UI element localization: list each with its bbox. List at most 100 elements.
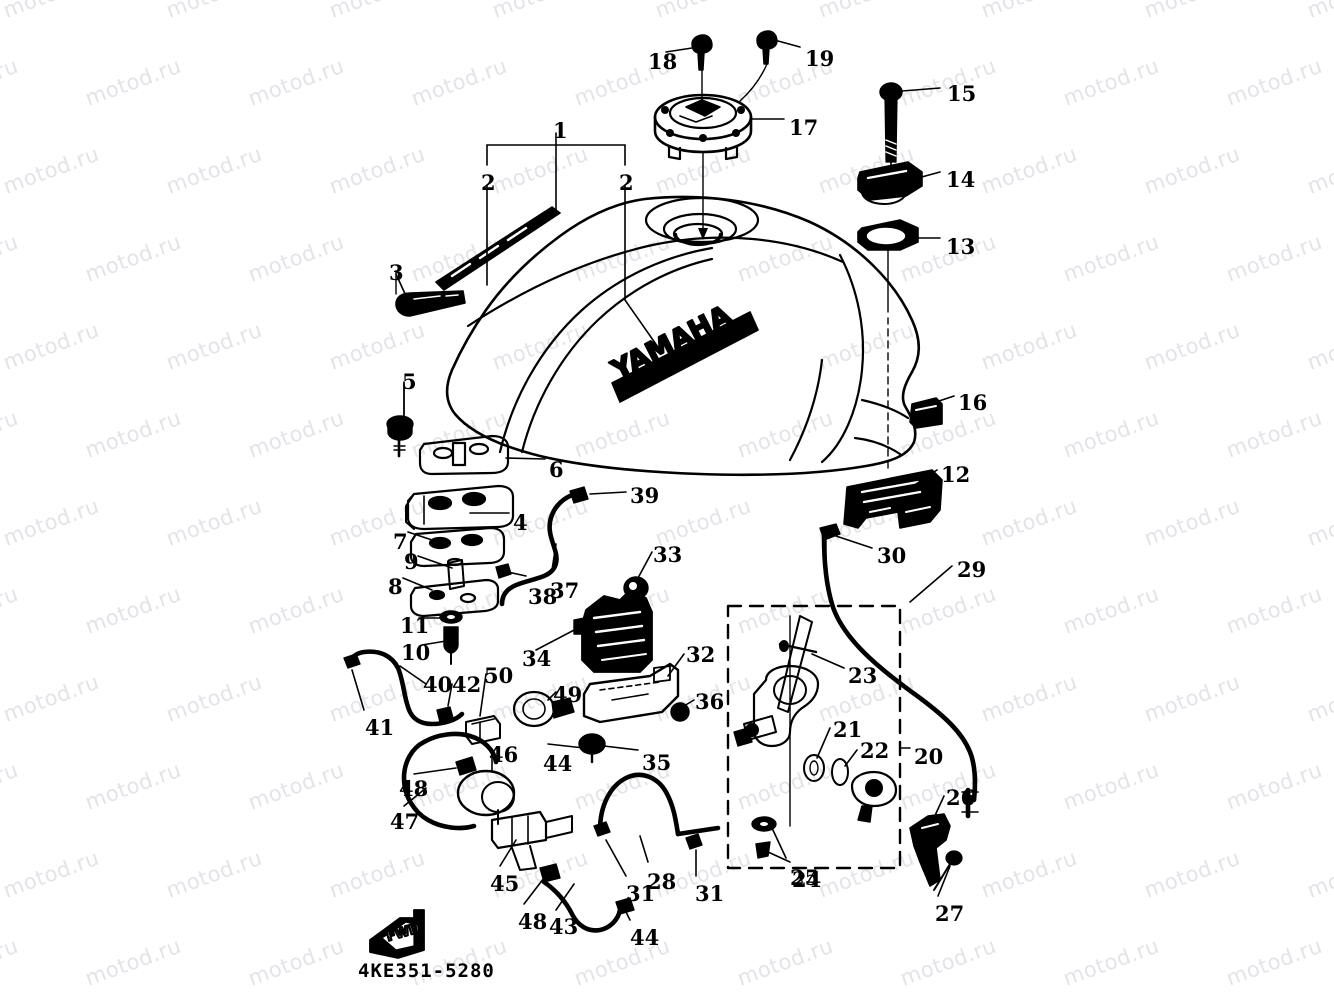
pump-stay-bolt-36: [670, 702, 690, 722]
callout-fuel-cock-assembly: 20: [914, 744, 944, 769]
callout-hose-clamp-c: 38: [528, 584, 558, 609]
hose-clamp-48b: [539, 863, 561, 883]
callout-cock-standpipe: 23: [848, 663, 878, 688]
breather-hose-29: [821, 533, 979, 819]
tank-graphic-decal: [435, 206, 561, 291]
fuel-cap-assembly: [653, 93, 753, 161]
leader-lines: [351, 40, 955, 921]
hose-clamp-41: [343, 653, 361, 669]
callout-cock-lever-plate: 21: [833, 717, 863, 742]
diagram-part-number: 4KE351-5280: [358, 960, 495, 982]
callout-hose-clamp-f: 44: [543, 751, 573, 776]
callout-tank-damper-upper: 6: [549, 457, 564, 482]
callout-pump-stay-bolt: 36: [695, 689, 725, 714]
callout-hose-clamp-d: 41: [365, 715, 395, 740]
rubber-damper-13: [857, 219, 919, 251]
callout-pump-bracket: 32: [686, 642, 716, 667]
rubber-stopper-16: [909, 397, 943, 429]
hose-clamp-31a: [593, 821, 611, 837]
callout-hose-joint: 39: [630, 483, 660, 508]
tank-rubber-seat: [843, 469, 943, 529]
fuel-hose-upper-37: [499, 492, 575, 607]
callout-pump-bolt: 33: [653, 542, 683, 567]
callout-fuel-tank-assembly: 1: [553, 118, 568, 143]
callout-pump-damper: 35: [642, 750, 672, 775]
callout-cock-screw: 24: [792, 867, 822, 892]
callout-tank-seal-strip: 3: [389, 260, 404, 285]
callout-cock-mounting-bracket: 26: [946, 785, 976, 810]
callout-rubber-damper: 13: [946, 234, 976, 259]
callout-cock-washer: 25: [790, 865, 820, 890]
callout-tank-graphic-decal-right: 2: [619, 170, 634, 195]
callout-hose-clamp-h: 48: [399, 776, 429, 801]
cock-screw-24: [755, 841, 771, 859]
cap-screw-a: [691, 34, 713, 107]
cock-washer-25: [751, 816, 777, 832]
tank-mount-bracket: [405, 484, 515, 531]
callout-tank-rubber-seat: 12: [941, 462, 971, 487]
callout-hose-clamp-e: 42: [452, 672, 482, 697]
callout-fuel-hose-lower: 43: [549, 914, 579, 939]
hose-clamp-44b: [615, 897, 635, 915]
hose-clip-30: [819, 523, 841, 541]
fwd-direction-marker: [369, 909, 425, 959]
washer-11: [439, 610, 463, 624]
callout-joint-collar: 50: [484, 663, 514, 688]
fuel-cock-group-box: [726, 604, 902, 870]
callout-fuel-tank-cap-assembly: 17: [789, 115, 819, 140]
pump-bolt-33: [623, 576, 649, 600]
callout-tank-rear-bracket: 14: [946, 167, 976, 192]
fuel-cock-body: [733, 664, 820, 748]
tank-damper-upper: [418, 434, 510, 476]
hose-clamp-42: [436, 706, 454, 723]
callout-tank-bracket-plate: 8: [388, 574, 403, 599]
yamaha-emblem: [611, 311, 759, 403]
callout-hose-clip: 30: [877, 543, 907, 568]
pump-bracket-32: [582, 662, 680, 724]
callout-tank-damper-lower: 7: [393, 529, 408, 554]
callout-washer: 11: [400, 613, 430, 638]
fuel-hose-rear-28: [597, 772, 721, 837]
callout-fuel-hose-upper: 37: [550, 578, 580, 603]
callout-fuel-filter: 45: [490, 871, 520, 896]
callout-cap-screw-a: 18: [648, 49, 678, 74]
fuel-tank-body: [445, 195, 921, 477]
cock-lever-knob: [850, 770, 898, 823]
callout-rubber-stopper: 16: [958, 390, 988, 415]
callout-tank-mounting-bolt: 15: [947, 81, 977, 106]
tank-seal-strip: [395, 290, 466, 317]
callout-hose-clamp-g: 44: [630, 925, 660, 950]
hose-clamp-38: [495, 563, 512, 579]
callout-hose-union: 49: [553, 682, 583, 707]
callout-hose-clamp-a: 31: [626, 881, 656, 906]
hose-clamp-48a: [455, 756, 477, 776]
cock-lever-plate-21: [803, 754, 825, 782]
spacer-collar: [446, 557, 465, 590]
callout-breather-hose: 29: [957, 557, 987, 582]
fuel-hose-lower-43: [541, 879, 623, 933]
callout-bracket-screw: 27: [935, 901, 965, 926]
callout-spacer-collar: 9: [404, 549, 419, 574]
callout-mount-bolt: 5: [402, 369, 417, 394]
callout-cap-screw-b: 19: [805, 46, 835, 71]
hose-clamp-31b: [685, 833, 703, 850]
tank-rear-bracket-14: [857, 161, 923, 205]
cock-mounting-bracket-26: [909, 813, 951, 887]
tank-bracket-plate: [409, 578, 500, 618]
callout-fuel-hose-return: 47: [390, 809, 420, 834]
cap-screw-b: [739, 30, 778, 102]
callout-cock-oring: 22: [860, 738, 890, 763]
flange-bolt-10: [443, 626, 459, 665]
callout-filter-bracket: 46: [489, 742, 519, 767]
callout-fuel-hose-rear: 28: [647, 869, 677, 894]
callout-fuel-pump: 34: [522, 646, 552, 671]
hose-joint-39: [569, 486, 589, 504]
callout-tank-graphic-decal-left: 2: [481, 170, 496, 195]
cock-standpipe-23: [777, 615, 818, 713]
cock-oring-22: [831, 758, 849, 786]
fuel-filter-45: [456, 769, 573, 871]
callout-fuel-hose-left: 40: [423, 672, 453, 697]
callout-tank-mount-bracket: 4: [513, 510, 528, 535]
